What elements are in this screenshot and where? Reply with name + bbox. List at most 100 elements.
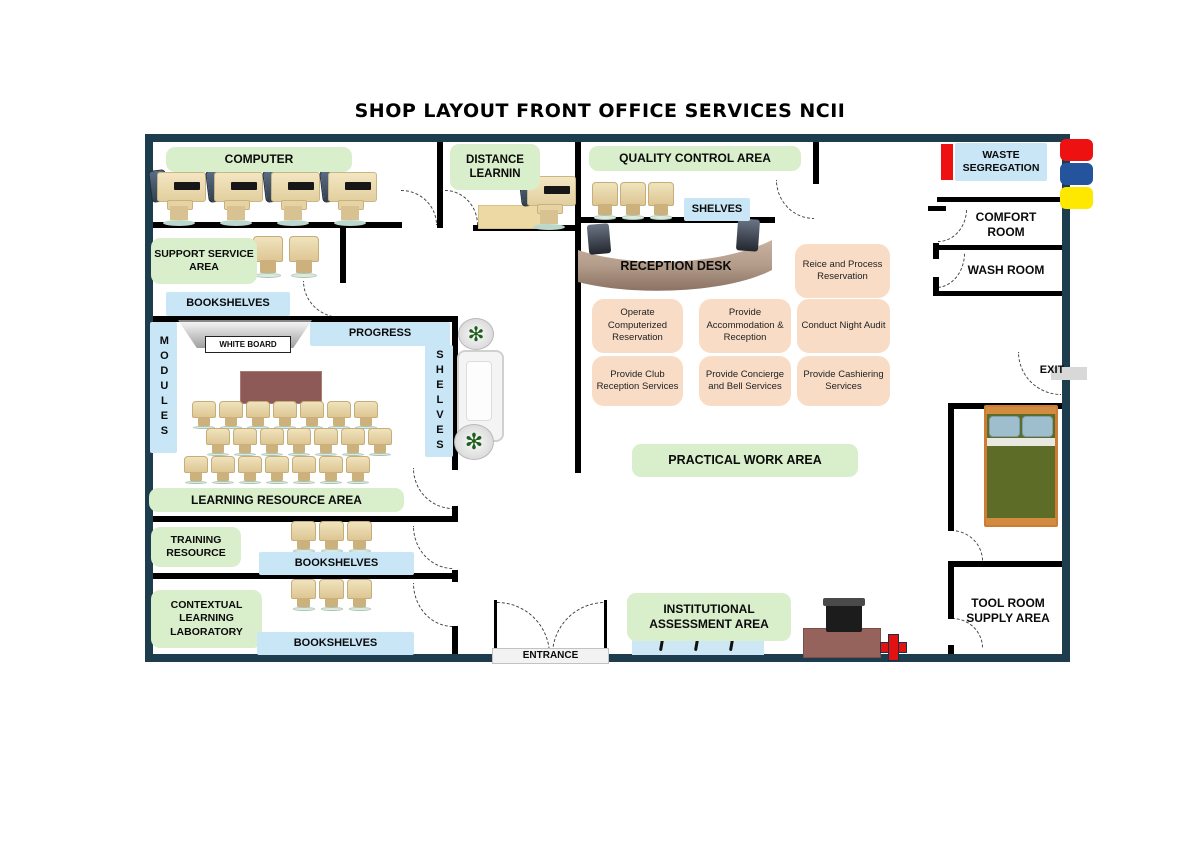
plant-icon: ✻ xyxy=(454,424,494,460)
reception-monitor-icon xyxy=(586,223,612,255)
computer-workstation xyxy=(319,169,377,226)
assessor-desk xyxy=(803,628,881,658)
wall xyxy=(145,573,458,579)
chair xyxy=(346,456,370,484)
chair xyxy=(319,521,344,553)
entrance-door-frame xyxy=(604,600,607,652)
bed-pillow xyxy=(989,416,1020,437)
exit-door-mat xyxy=(1051,367,1087,380)
chair xyxy=(347,579,372,611)
entrance-door-frame xyxy=(494,600,497,652)
task-operate-reservation: Operate Computerized Reservation xyxy=(592,299,683,353)
chair xyxy=(648,182,674,220)
chair xyxy=(238,456,262,484)
waste-bin-red xyxy=(1060,139,1093,161)
bed-pillow xyxy=(1022,416,1053,437)
training-chairs xyxy=(291,521,372,553)
contextual-chairs xyxy=(291,579,372,611)
chair xyxy=(265,456,289,484)
wall xyxy=(948,561,954,619)
task-night-audit: Conduct Night Audit xyxy=(797,299,890,353)
chair xyxy=(592,182,618,220)
chair xyxy=(314,428,338,456)
wall xyxy=(813,140,819,184)
support-chairs xyxy=(253,236,319,278)
contextual-lab-label: CONTEXTUAL LEARNING LABORATORY xyxy=(151,590,262,648)
wall xyxy=(575,228,581,473)
shelves-vertical-label: SHELVES xyxy=(425,345,453,457)
task-accommodation: Provide Accommodation & Reception xyxy=(699,299,791,353)
plant-icon: ✻ xyxy=(458,318,494,350)
chair xyxy=(192,401,216,429)
chair xyxy=(291,521,316,553)
wall xyxy=(452,626,458,656)
quality-control-label: QUALITY CONTROL AREA xyxy=(589,146,801,171)
task-receive-process: Reice and Process Reservation xyxy=(795,244,890,298)
bookshelves-top-label: BOOKSHELVES xyxy=(166,292,290,316)
reception-monitor-icon xyxy=(735,218,761,252)
wall xyxy=(937,197,1062,202)
waste-segregation-label: WASTE SEGREGATION xyxy=(955,143,1047,181)
chair-row xyxy=(192,401,378,429)
learning-resource-label: LEARNING RESOURCE AREA xyxy=(149,488,404,512)
chair-row xyxy=(206,428,392,456)
support-service-label: SUPPORT SERVICE AREA xyxy=(151,238,257,284)
wall xyxy=(145,316,458,322)
computer-workstation xyxy=(205,169,263,226)
chair xyxy=(292,456,316,484)
practical-work-label: PRACTICAL WORK AREA xyxy=(632,444,858,477)
exit-label: EXIT xyxy=(1039,364,1065,377)
bed xyxy=(984,405,1058,527)
wall xyxy=(933,277,939,293)
bed-footboard xyxy=(986,518,1056,525)
chair xyxy=(211,456,235,484)
wall xyxy=(575,140,581,231)
first-aid-cross-icon xyxy=(880,634,907,661)
chair xyxy=(620,182,646,220)
wall xyxy=(933,291,1062,296)
training-resource-label: TRAINING RESOURCE xyxy=(151,527,241,567)
chair xyxy=(319,456,343,484)
chair-row xyxy=(184,456,370,484)
waste-bin-yellow xyxy=(1060,187,1093,209)
chair xyxy=(319,579,344,611)
task-concierge-bell: Provide Concierge and Bell Services xyxy=(699,356,791,406)
chair xyxy=(368,428,392,456)
chair xyxy=(327,401,351,429)
wall xyxy=(950,561,1062,567)
chair xyxy=(219,401,243,429)
wall xyxy=(948,645,954,655)
waste-bin-blue xyxy=(1060,163,1093,185)
task-club-reception: Provide Club Reception Services xyxy=(592,356,683,406)
wall xyxy=(452,318,458,470)
chair xyxy=(289,236,319,278)
wall xyxy=(948,403,954,531)
chair xyxy=(300,401,324,429)
tool-room-label: TOOL ROOM SUPPLY AREA xyxy=(966,596,1050,625)
chair xyxy=(260,428,284,456)
qc-shelves-label: SHELVES xyxy=(684,198,750,221)
wall xyxy=(933,243,939,259)
chair xyxy=(341,428,365,456)
bed-headboard xyxy=(986,407,1056,414)
chair xyxy=(291,579,316,611)
chair xyxy=(273,401,297,429)
task-cashiering: Provide Cashiering Services xyxy=(797,356,890,406)
institutional-assessment-label: INSTITUTIONAL ASSESSMENT AREA xyxy=(627,593,791,641)
wall xyxy=(150,222,402,228)
chair xyxy=(246,401,270,429)
entrance-label: ENTRANCE xyxy=(492,648,609,664)
wall xyxy=(579,217,775,223)
wall xyxy=(340,228,346,283)
chair xyxy=(253,236,283,278)
assessor-monitor-icon xyxy=(823,598,865,632)
wall xyxy=(928,206,946,211)
wall xyxy=(933,245,1062,250)
chair xyxy=(233,428,257,456)
progress-label: PROGRESS xyxy=(310,322,450,346)
chair xyxy=(354,401,378,429)
reception-desk xyxy=(578,240,772,291)
wall xyxy=(437,140,443,228)
distance-learning-label: DISTANCE LEARNIN xyxy=(450,144,540,190)
